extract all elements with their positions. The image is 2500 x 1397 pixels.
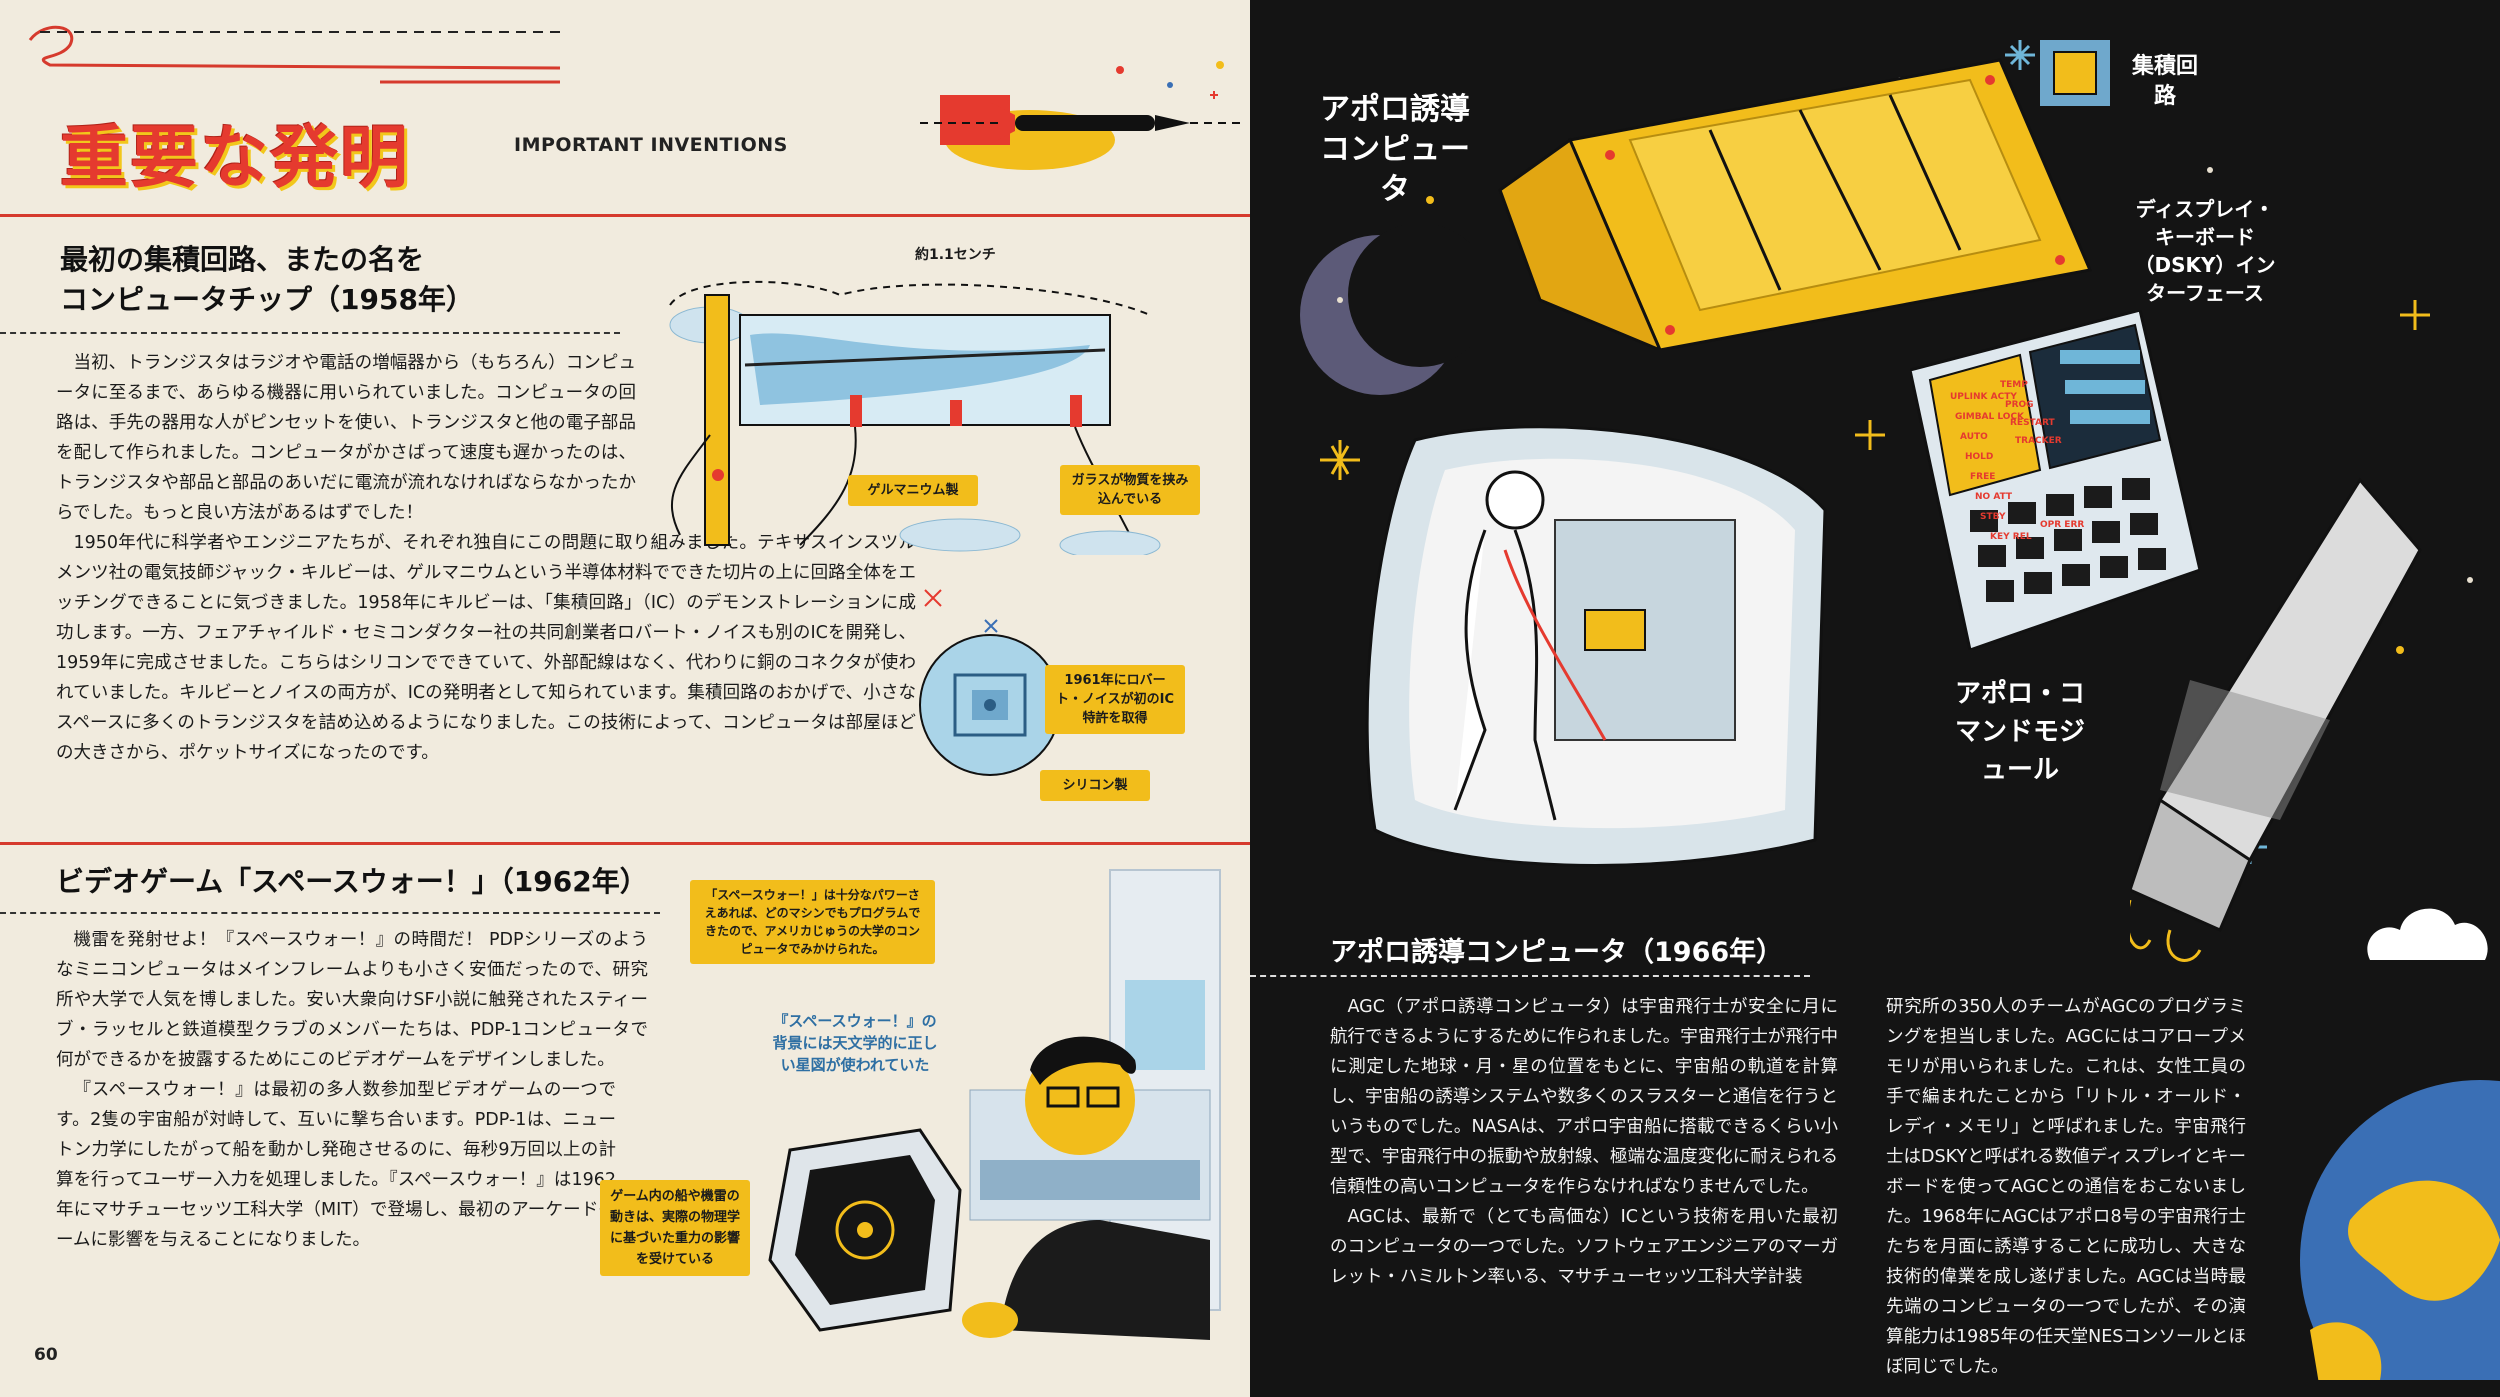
section2-paragraph: 『スペースウォー！』は最初の多人数参加型ビデオゲームの一つです。2隻の宇宙船が対… xyxy=(56,1080,616,1250)
section1-paragraph: 1950年代に科学者やエンジニアたちが、それぞれ独自にこの問題に取り組みました。… xyxy=(56,533,916,763)
silicon-wafer-illustration xyxy=(919,634,1061,776)
earth-icon xyxy=(2300,1080,2500,1380)
dsky-key-label: AUTO xyxy=(1960,432,1988,442)
dsky-key-label: GIMBAL LOCK xyxy=(1955,412,2025,422)
right-page: 集積回路 アポロ誘導コンピュータ ディスプレイ・キーボード（DSKY）インターフ… xyxy=(1250,0,2500,1397)
agc-paragraph: 研究所の350人のチームがAGCのプログラミングを担当しました。AGCにはコアロ… xyxy=(1886,997,2246,1377)
cloud-decoration xyxy=(2367,908,2488,960)
agc-paragraph: AGCは、最新で（とても高価な）ICという技術を用いた最初のコンピュータの一つで… xyxy=(1330,1207,1838,1287)
apollo-guidance-computer-illustration xyxy=(1498,58,2093,350)
dsky-key-label: KEY REL xyxy=(1990,532,2032,542)
spacewar-star-map-label: 『スペースウォー！』の背景には天文学的に正しい星図が使われていた xyxy=(772,1012,938,1074)
germanium-label: ゲルマニウム製 xyxy=(848,475,978,506)
section1-heading: 最初の集積回路、またの名を コンピュータチップ（1958年） xyxy=(60,243,474,316)
size-label: 約1.1センチ xyxy=(915,247,996,263)
dsky-key-label: FREE xyxy=(1970,472,1996,482)
spacecraft-illustration xyxy=(2130,477,2422,962)
dsky-label: ディスプレイ・キーボード（DSKY）インターフェース xyxy=(2134,197,2276,305)
dsky-key-label: TRACKER xyxy=(2015,436,2062,446)
section1-dash-rule xyxy=(0,332,620,334)
dsky-key-label: UPLINK ACTY xyxy=(1950,392,2017,402)
section1-body: 当初、トランジスタはラジオや電話の増幅器から（もちろん）コンピュータに至るまで、… xyxy=(56,348,636,528)
title-rule xyxy=(0,214,1250,217)
spacewar-illustration xyxy=(768,869,1221,1340)
agc-label: アポロ誘導コンピュータ xyxy=(1320,92,1470,207)
ic-label: 集積回路 xyxy=(2131,54,2198,109)
section2-body: 機雷を発射せよ！『スペースウォー！』の時間だ！ PDPシリーズのようなミニコンピ… xyxy=(56,925,648,1255)
glass-label: ガラスが物質を挟み込んでいる xyxy=(1060,465,1200,515)
dsky-key-label: OPR ERR xyxy=(2040,520,2085,530)
crescent-moon-icon xyxy=(1300,225,1470,395)
section-divider-rule xyxy=(0,842,1250,845)
integrated-circuit-illustration xyxy=(669,280,1161,555)
command-module-label: アポロ・コマンドモジュール xyxy=(1954,679,2085,785)
page-number: 60 xyxy=(34,1345,58,1365)
agc-section-heading: アポロ誘導コンピュータ（1966年） xyxy=(1330,937,1784,968)
section1-body-2: 1950年代に科学者やエンジニアたちが、それぞれ独自にこの問題に取り組みました。… xyxy=(56,528,916,768)
dsky-key-label: TEMP xyxy=(2000,380,2028,390)
dsky-illustration xyxy=(1910,310,2200,650)
dsky-key-label: RESTART xyxy=(2010,418,2055,428)
page-title-english: IMPORTANT INVENTIONS xyxy=(514,134,788,156)
section2-paragraph: 機雷を発射せよ！『スペースウォー！』の時間だ！ PDPシリーズのようなミニコンピ… xyxy=(56,930,648,1070)
section2-heading: ビデオゲーム「スペースウォー！」（1962年） xyxy=(56,865,648,898)
page-title: 重要な発明 xyxy=(60,119,411,198)
top-swirl-decoration xyxy=(28,25,561,84)
section1-paragraph: 当初、トランジスタはラジオや電話の増幅器から（もちろん）コンピュータに至るまで、… xyxy=(56,353,636,523)
agc-section-dash-rule xyxy=(1250,975,1810,977)
ic-chip-icon xyxy=(2040,40,2110,106)
silicon-label: シリコン製 xyxy=(1040,770,1150,801)
spacewar-power-label: 「スペースウォー！」は十分なパワーさえあれば、どのマシンでもプログラムできたので… xyxy=(690,880,935,964)
left-page: 重要な発明 IMPORTANT INVENTIONS 最初の集積回路、またの名を… xyxy=(0,0,1250,1397)
agc-body-column-1: AGC（アポロ誘導コンピュータ）は宇宙飛行士が安全に月に航行できるようにするため… xyxy=(1330,992,1838,1292)
dsky-key-label: NO ATT xyxy=(1975,492,2013,502)
dsky-key-label: PROG xyxy=(2005,400,2034,410)
command-module-interior-illustration xyxy=(1365,425,1827,867)
agc-body-column-2: 研究所の350人のチームがAGCのプログラミングを担当しました。AGCにはコアロ… xyxy=(1886,992,2246,1382)
section2-dash-rule xyxy=(0,912,660,914)
rocket-decoration xyxy=(920,61,1240,170)
sparkle-decoration xyxy=(924,589,998,633)
dsky-key-label: STBY xyxy=(1980,512,2006,522)
patent-label: 1961年にロバート・ノイスが初のIC特許を取得 xyxy=(1045,665,1185,734)
agc-paragraph: AGC（アポロ誘導コンピュータ）は宇宙飛行士が安全に月に航行できるようにするため… xyxy=(1330,997,1838,1197)
spacewar-gravity-label: ゲーム内の船や機雷の動きは、実際の物理学に基づいた重力の影響を受けている xyxy=(600,1180,750,1276)
dsky-key-label: HOLD xyxy=(1965,452,1994,462)
